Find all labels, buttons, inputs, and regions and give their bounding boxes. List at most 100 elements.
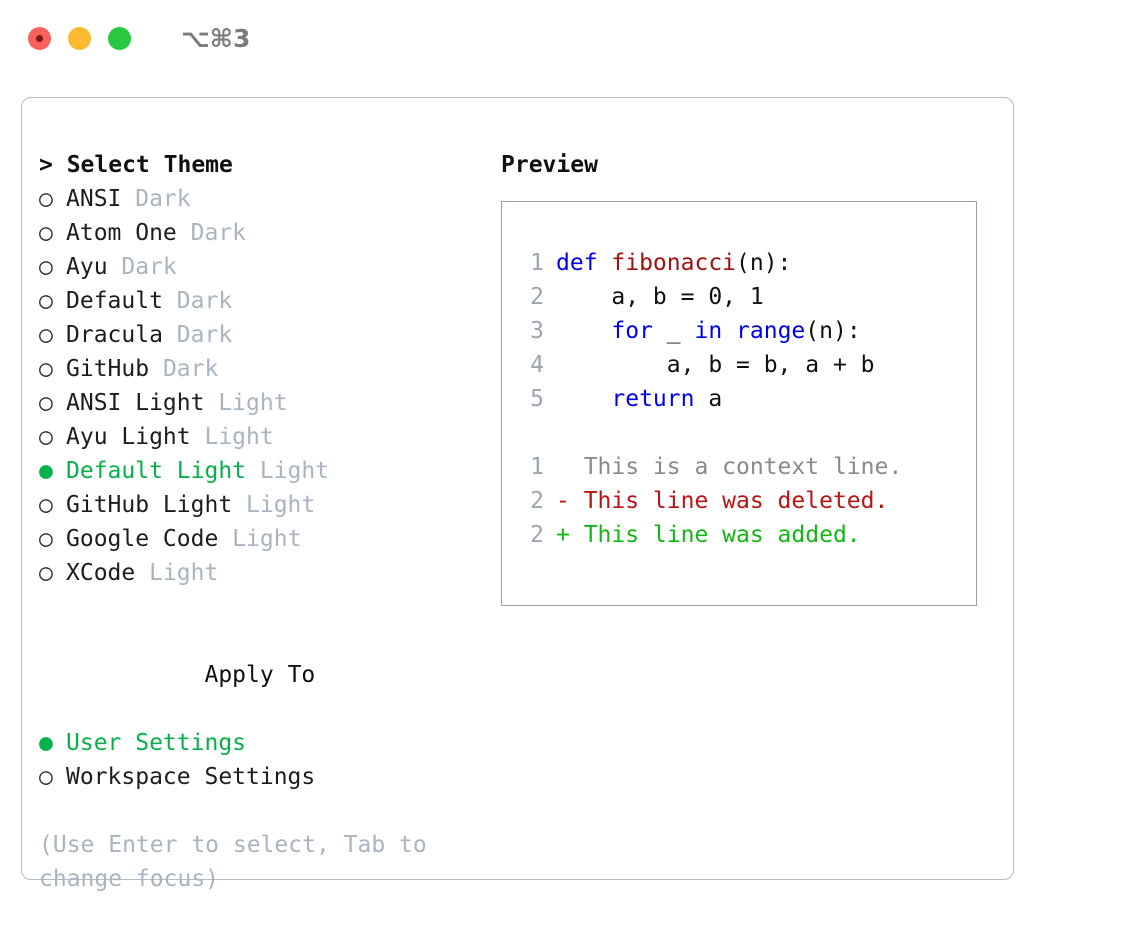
- radio-unselected-icon: ○: [39, 764, 53, 790]
- radio-unselected-icon: ○: [39, 492, 53, 518]
- radio-unselected-icon: ○: [39, 424, 53, 450]
- code-token-fn: fibonacci: [611, 250, 737, 276]
- theme-selector-column: > Select Theme ○ANSI Dark○Atom One Dark○…: [39, 148, 479, 896]
- apply-to-option-label: User Settings: [66, 730, 247, 756]
- close-window-button[interactable]: [28, 26, 51, 50]
- diff-line-number: 2: [530, 488, 544, 514]
- theme-option-label: Google Code: [66, 526, 219, 552]
- diff-line-text-add: + This line was added.: [556, 522, 861, 548]
- list-spacer: [39, 590, 479, 624]
- diff-preview: 1 This is a context line. 2- This line wa…: [502, 450, 976, 552]
- minimize-window-button[interactable]: [68, 26, 91, 50]
- theme-option-tag: Dark: [162, 322, 233, 348]
- theme-option-label: Atom One: [66, 220, 177, 246]
- keyboard-hint: (Use Enter to select, Tab to change focu…: [39, 832, 441, 892]
- diff-line: 2- This line was deleted.: [502, 484, 976, 518]
- radio-unselected-icon: ○: [39, 356, 53, 382]
- code-token-kw: return: [611, 386, 695, 412]
- zoom-window-button[interactable]: [108, 26, 131, 50]
- theme-option-github[interactable]: ○ GitHub Dark: [39, 352, 479, 386]
- theme-option-dracula[interactable]: ○Dracula Dark: [39, 318, 479, 352]
- titlebar: ⌥⌘3: [0, 0, 1140, 76]
- radio-unselected-icon: ○: [39, 254, 53, 280]
- radio-unselected-icon: ○: [39, 322, 53, 348]
- theme-option-github-light[interactable]: ○ GitHub Light Light: [39, 488, 479, 522]
- theme-option-label: XCode: [66, 560, 136, 586]
- theme-option-label: GitHub Light: [66, 492, 233, 518]
- code-line-text: a, b = 0, 1: [556, 280, 764, 314]
- theme-option-tag: Dark: [149, 356, 219, 382]
- code-token-plain: a: [694, 386, 723, 412]
- theme-option-label: Ayu: [66, 254, 108, 280]
- theme-option-xcode[interactable]: ○XCode Light: [39, 556, 479, 590]
- theme-option-ayu-light[interactable]: ○Ayu Light Light: [39, 420, 479, 454]
- theme-option-google-code[interactable]: ○Google Code Light: [39, 522, 479, 556]
- code-token-kw: def: [556, 250, 612, 276]
- theme-option-atom-one[interactable]: ○ Atom One Dark: [39, 216, 479, 250]
- theme-option-ansi[interactable]: ○ANSI Dark: [39, 182, 479, 216]
- theme-option-tag: Dark: [176, 220, 247, 246]
- code-line-number: 5: [530, 386, 544, 412]
- code-token-kw: range: [736, 318, 806, 344]
- code-token-plain: [556, 318, 611, 344]
- theme-option-ayu[interactable]: ○ Ayu Dark: [39, 250, 479, 284]
- theme-option-tag: Light: [246, 458, 330, 484]
- theme-option-label: Default Light: [66, 458, 247, 484]
- main-panel: > Select Theme ○ANSI Dark○Atom One Dark○…: [21, 97, 1014, 892]
- preview-title: Preview: [501, 152, 598, 178]
- code-line-text: for _ in range(n):: [556, 314, 861, 348]
- code-token-plain: a, b = 0, 1: [556, 284, 764, 310]
- hint-spacer: [39, 794, 479, 828]
- diff-line: 2 + This line was added.: [502, 518, 976, 552]
- theme-option-tag: Dark: [162, 288, 233, 314]
- diff-line-number: 2: [530, 522, 544, 548]
- theme-option-tag: Light: [204, 390, 288, 416]
- code-token-plain: (n):: [805, 318, 861, 344]
- code-token-plain: [722, 318, 736, 344]
- select-theme-header: > Select Theme: [39, 152, 233, 178]
- code-token-kw: for: [611, 318, 653, 344]
- radio-unselected-icon: ○: [39, 390, 53, 416]
- radio-unselected-icon: ○: [39, 220, 53, 246]
- code-line-number: 3: [530, 318, 544, 344]
- code-line-number: 1: [530, 250, 544, 276]
- code-line: 2 a, b = 0, 1: [502, 280, 976, 314]
- diff-line-text-ctx: This is a context line.: [556, 454, 903, 480]
- code-token-plain: (n):: [736, 250, 792, 276]
- code-line: 1 def fibonacci(n):: [502, 246, 976, 280]
- apply-to-indent: [177, 658, 204, 692]
- code-line-text: def fibonacci(n):: [556, 246, 791, 280]
- code-line: 5 return a: [502, 382, 976, 416]
- radio-unselected-icon: ○: [39, 560, 53, 586]
- theme-option-ansi-light[interactable]: ○ ANSI Light Light: [39, 386, 479, 420]
- theme-option-tag: Light: [232, 492, 316, 518]
- code-token-kw: in: [694, 318, 723, 344]
- theme-option-label: ANSI Light: [66, 390, 205, 416]
- theme-option-default-light[interactable]: ● Default Light Light: [39, 454, 479, 488]
- code-token-plain: _: [652, 318, 695, 344]
- code-line-number: 4: [530, 352, 544, 378]
- radio-unselected-icon: ○: [39, 186, 53, 212]
- code-line-number: 2: [530, 284, 544, 310]
- apply-to-header: Apply To: [39, 624, 479, 726]
- code-line-text: a, b = b, a + b: [556, 348, 875, 382]
- apply-to-option-workspace-settings[interactable]: ○Workspace Settings: [39, 760, 479, 794]
- apply-to-list[interactable]: ●User Settings○Workspace Settings: [39, 726, 479, 794]
- theme-option-label: Default: [66, 288, 163, 314]
- apply-to-option-user-settings[interactable]: ●User Settings: [39, 726, 479, 760]
- theme-option-tag: Dark: [107, 254, 177, 280]
- radio-selected-icon: ●: [39, 458, 53, 484]
- diff-line-number: 1: [530, 454, 544, 480]
- code-diff-separator: [502, 416, 976, 450]
- keyboard-shortcut-label: ⌥⌘3: [181, 23, 251, 53]
- theme-option-label: GitHub: [66, 356, 150, 382]
- theme-option-tag: Light: [218, 526, 302, 552]
- radio-unselected-icon: ○: [39, 288, 53, 314]
- theme-option-default[interactable]: ○ Default Dark: [39, 284, 479, 318]
- apply-to-header-label: Apply To: [204, 662, 316, 688]
- theme-list[interactable]: ○ANSI Dark○Atom One Dark○Ayu Dark○Defaul…: [39, 182, 479, 590]
- code-token-plain: [556, 386, 611, 412]
